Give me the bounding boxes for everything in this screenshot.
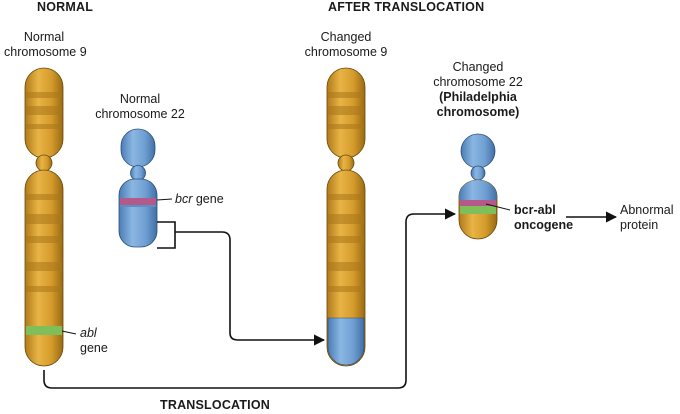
philadelphia-chromosome (458, 133, 498, 240)
label-abl-gene: abl gene (80, 326, 108, 355)
label-bcr-gene: bcr gene (175, 192, 224, 206)
arrow-chr22-to-chr9 (175, 231, 326, 346)
normal-chromosome-9 (24, 67, 64, 367)
abl-pointer (61, 330, 77, 335)
arrow-chr9-to-chr22 (43, 208, 457, 389)
label-changed-chr22: Changed chromosome 22 (Philadelphia chro… (433, 60, 523, 119)
bracket-chr22 (157, 221, 176, 249)
abl-gene-band (26, 326, 62, 335)
header-translocation: TRANSLOCATION (160, 398, 270, 412)
bcr-gene-band (120, 198, 156, 205)
label-changed-chr9: Changed chromosome 9 (304, 30, 388, 59)
header-after-translocation: AFTER TRANSLOCATION (328, 0, 485, 14)
label-bcr-abl-oncogene: bcr-abl oncogene (514, 203, 574, 232)
label-normal-chr9: Normal chromosome 9 (4, 30, 87, 59)
normal-chromosome-22 (118, 128, 158, 248)
bcr-pointer (156, 198, 173, 201)
label-normal-chr22: Normal chromosome 22 (95, 92, 185, 121)
changed-chromosome-9 (326, 67, 366, 367)
label-abnormal-protein: Abnormal protein (620, 203, 674, 232)
header-normal: NORMAL (37, 0, 94, 14)
oncogene-pointer (485, 203, 511, 211)
